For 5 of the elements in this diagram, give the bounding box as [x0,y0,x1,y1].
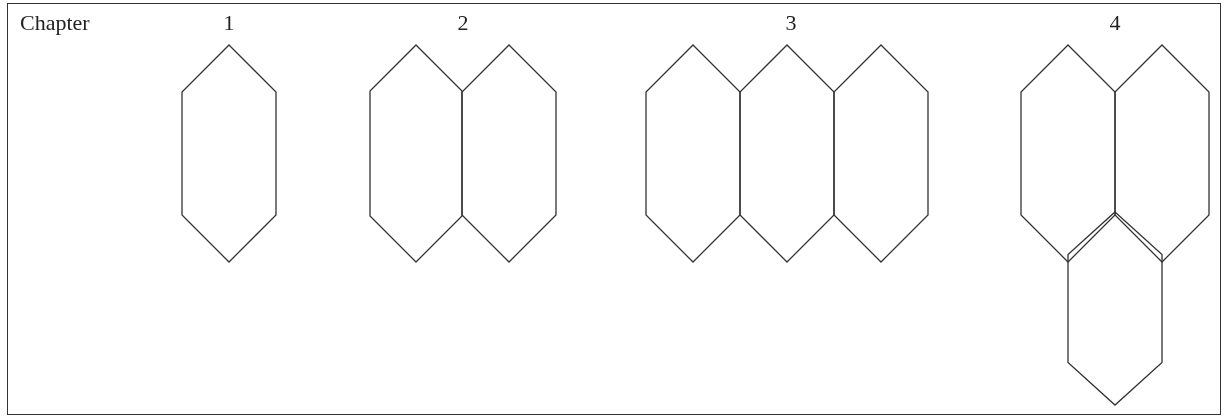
chapter-number: 1 [223,12,235,34]
chapter-number: 3 [785,12,797,34]
chapter-number: 2 [457,12,469,34]
heading-text: Chapter [20,12,90,34]
chapter-number: 4 [1109,12,1121,34]
